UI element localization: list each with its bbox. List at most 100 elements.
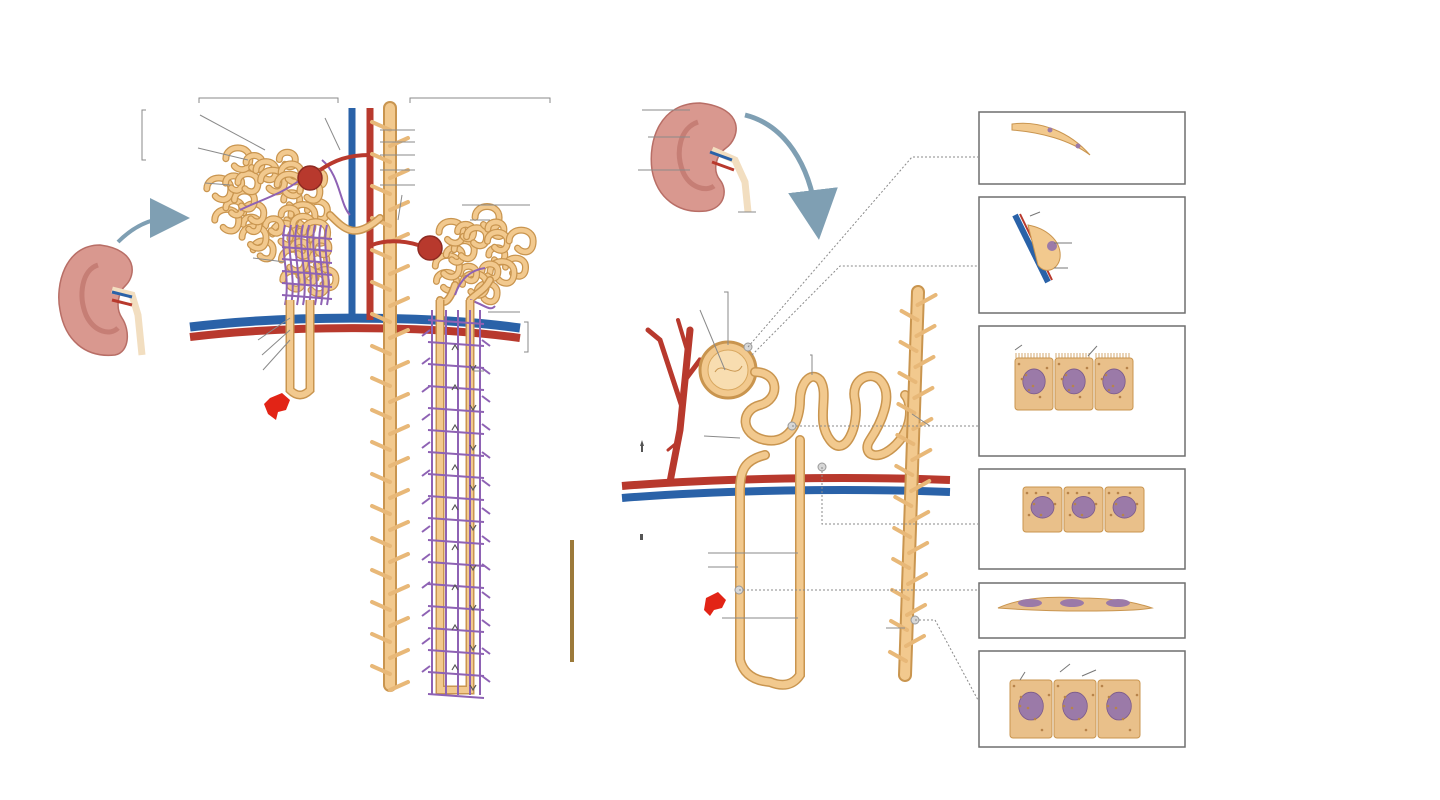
duct-branch (388, 424, 410, 436)
cell-granule (1104, 373, 1108, 377)
vasa-recta-twig (421, 469, 431, 477)
duct-branch (891, 557, 912, 570)
duct-branch (388, 200, 410, 212)
vasa-recta-twig (421, 413, 431, 421)
capillary (312, 224, 318, 306)
tubule-coil (433, 253, 462, 280)
duct-branch (903, 634, 926, 648)
tubule-coil (436, 219, 466, 246)
flow-arrow (469, 684, 477, 692)
cell-granule (1121, 717, 1125, 721)
leader-lines-right (638, 109, 979, 701)
tubule-coil (263, 216, 284, 236)
capillary (281, 282, 333, 288)
cell-granule (1075, 491, 1079, 495)
vasa-recta-vessel (427, 517, 485, 523)
duct-branch (370, 184, 392, 196)
cell-granule (1107, 695, 1111, 699)
capillary (306, 224, 312, 306)
vasa-recta-vessel (427, 385, 485, 391)
vasa-recta-vessel (427, 319, 485, 325)
cell-nucleus (1106, 691, 1132, 721)
duct-branch (388, 616, 410, 628)
duct-branch (897, 371, 918, 384)
capillary (281, 246, 333, 252)
vasa-recta-twig (421, 609, 431, 617)
flow-arrow (469, 524, 477, 532)
duct-branch (370, 504, 392, 516)
vasa-recta-twig (481, 591, 491, 599)
vasa-recta-twig (421, 581, 431, 589)
vasa-recta-twig (481, 675, 491, 683)
vasa-recta-twig (481, 535, 491, 543)
duct-branch (388, 680, 410, 692)
duct-branch (388, 552, 410, 564)
cell-granule (1128, 728, 1132, 732)
panel-frame (978, 196, 1186, 314)
vasa-recta-twig (421, 497, 431, 505)
cell-granule (1111, 384, 1115, 388)
vasa-recta-twig (421, 637, 431, 645)
cell-granule (1121, 513, 1125, 517)
vasa-recta-vessel (427, 539, 485, 545)
red-star-marker-icon (264, 393, 290, 420)
duct-branch (370, 568, 392, 580)
duct-branch (896, 402, 917, 415)
cell-granule (1024, 373, 1028, 377)
duct-branch (370, 344, 392, 356)
cell-granule (1038, 395, 1042, 399)
cell-nucleus (1060, 599, 1084, 607)
duct-branch (892, 526, 913, 539)
duct-branch (370, 312, 392, 324)
vasa-recta-twig (481, 507, 491, 515)
cell-granule (1109, 513, 1113, 517)
cell-nucleus (1062, 691, 1088, 721)
cell-granule (1066, 491, 1070, 495)
duct-branch (370, 280, 392, 292)
vasa-recta-network (421, 310, 491, 699)
glomerulus-left-lower (371, 235, 443, 261)
capillary (318, 224, 324, 306)
kidney-icon (650, 102, 752, 213)
nephron-tubule-right (735, 367, 915, 690)
duct-branch (898, 340, 919, 353)
cell-granule (1062, 704, 1066, 708)
histology-panels (978, 111, 1186, 748)
cell-nucleus (1112, 496, 1137, 519)
capillary (281, 270, 333, 276)
cell-granule (1106, 704, 1110, 708)
flow-arrow (469, 444, 477, 452)
flow-arrow (451, 503, 459, 511)
duct-branch (388, 456, 410, 468)
vasa-recta-vessel (427, 473, 485, 479)
capillary (281, 258, 333, 264)
bracket-top-left (141, 97, 551, 353)
duct-branch (914, 324, 937, 338)
vasa-recta-vessel (427, 341, 485, 347)
vasa-recta-twig (421, 329, 431, 337)
duct-branch (370, 632, 392, 644)
duct-branch (899, 309, 920, 322)
cell-granule (1039, 513, 1043, 517)
interlobular-vessels (348, 108, 374, 320)
tubule-coil (258, 167, 287, 194)
cell-granule (1107, 388, 1111, 392)
histology-panel-podocyte (978, 196, 1186, 314)
cell-granule (1100, 684, 1104, 688)
vasa-recta-twig (421, 385, 431, 393)
cell-granule (1034, 491, 1038, 495)
label-leader (1029, 211, 1072, 269)
cortical-nephron-convolutions (203, 144, 537, 306)
vasa-recta-twig (481, 647, 491, 655)
flow-arrow (451, 583, 459, 591)
tubule-coil (250, 238, 276, 262)
duct-branch (907, 541, 930, 555)
curved-arrow-icon (744, 112, 838, 240)
cell-granule (1053, 502, 1057, 506)
kidney-icon (58, 244, 146, 357)
cell-granule (1100, 377, 1104, 381)
cell-granule (1118, 395, 1122, 399)
cell-granule (1012, 684, 1016, 688)
